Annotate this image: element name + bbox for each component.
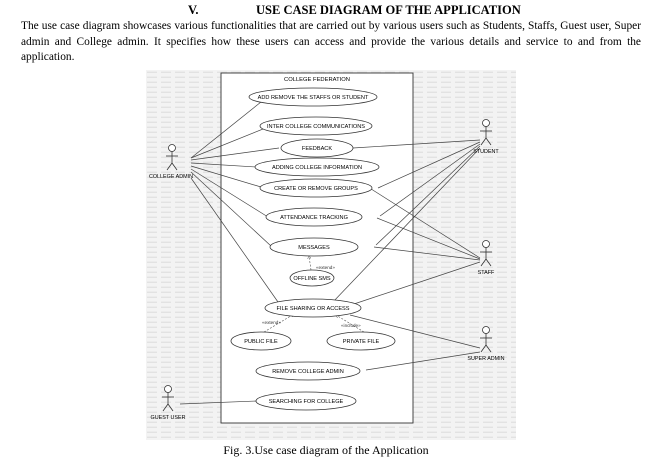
stick-figure-icon bbox=[480, 240, 492, 267]
svg-text:ATTENDANCE TRACKING: ATTENDANCE TRACKING bbox=[280, 215, 348, 221]
svg-text:REMOVE COLLEGE ADMIN: REMOVE COLLEGE ADMIN bbox=[272, 369, 344, 375]
extend-label-public: «extend» bbox=[262, 320, 281, 325]
stick-figure-icon bbox=[480, 119, 492, 146]
use-case-attendance: ATTENDANCE TRACKING bbox=[265, 207, 363, 227]
svg-text:FEEDBACK: FEEDBACK bbox=[302, 146, 332, 152]
actor-staff: STAFF bbox=[478, 240, 495, 276]
figure-caption: Fig. 3.Use case diagram of the Applicati… bbox=[223, 443, 429, 457]
svg-text:CREATE OR REMOVE GROUPS: CREATE OR REMOVE GROUPS bbox=[274, 186, 358, 192]
actor-guest-user: GUEST USER bbox=[151, 385, 186, 421]
section-heading: V. USE CASE DIAGRAM OF THE APPLICATION bbox=[0, 3, 652, 19]
svg-text:MESSAGES: MESSAGES bbox=[298, 245, 330, 251]
use-case-public-file: PUBLIC FILE bbox=[230, 331, 292, 351]
svg-text:FILE SHARING OR ACCESS: FILE SHARING OR ACCESS bbox=[276, 306, 349, 312]
actor-student: STUDENT bbox=[473, 119, 499, 155]
use-case-searching: SEARCHING FOR COLLEGE bbox=[255, 391, 357, 411]
body-paragraph: The use case diagram showcases various f… bbox=[21, 20, 641, 64]
use-case-messages: MESSAGES bbox=[269, 237, 359, 257]
svg-text:PRIVATE FILE: PRIVATE FILE bbox=[343, 339, 380, 345]
use-case-feedback: FEEDBACK bbox=[280, 138, 354, 158]
include-label-private: «include» bbox=[341, 323, 361, 328]
use-case-remove-admin: REMOVE COLLEGE ADMIN bbox=[255, 361, 361, 381]
svg-text:ADDING COLLEGE INFORMATION: ADDING COLLEGE INFORMATION bbox=[272, 165, 362, 171]
actor-college-admin: COLLEGE ADMIN bbox=[149, 144, 193, 180]
actor-label-staff: STAFF bbox=[478, 270, 495, 276]
actor-label-super-admin: SUPER ADMIN bbox=[467, 356, 504, 362]
actor-label-college-admin: COLLEGE ADMIN bbox=[149, 174, 193, 180]
use-case-diagram-figure: COLLEGE FEDERATION bbox=[146, 70, 516, 440]
use-case-adding-info: ADDING COLLEGE INFORMATION bbox=[254, 157, 380, 177]
stick-figure-icon bbox=[480, 326, 492, 353]
svg-text:INTER COLLEGE COMMUNICATIONS: INTER COLLEGE COMMUNICATIONS bbox=[267, 124, 365, 130]
use-case-inter-college: INTER COLLEGE COMMUNICATIONS bbox=[259, 116, 373, 136]
use-case-offline-sms: OFFLINE SMS bbox=[289, 269, 335, 287]
use-case-diagram: COLLEGE FEDERATION bbox=[146, 70, 516, 440]
svg-text:OFFLINE SMS: OFFLINE SMS bbox=[293, 276, 331, 282]
dependency-arrows bbox=[263, 256, 365, 333]
use-case-add-remove: ADD REMOVE THE STAFFS OR STUDENT bbox=[248, 87, 378, 107]
svg-text:SEARCHING FOR COLLEGE: SEARCHING FOR COLLEGE bbox=[269, 399, 344, 405]
association-lines bbox=[179, 97, 481, 405]
section-title: USE CASE DIAGRAM OF THE APPLICATION bbox=[256, 3, 521, 17]
use-case-create-groups: CREATE OR REMOVE GROUPS bbox=[259, 178, 373, 198]
extend-label-sms: «extend» bbox=[316, 265, 335, 270]
actor-label-student: STUDENT bbox=[473, 149, 499, 155]
svg-text:ADD REMOVE THE STAFFS OR STUDE: ADD REMOVE THE STAFFS OR STUDENT bbox=[258, 95, 369, 101]
svg-text:PUBLIC FILE: PUBLIC FILE bbox=[244, 339, 278, 345]
actor-super-admin: SUPER ADMIN bbox=[467, 326, 505, 362]
system-name: COLLEGE FEDERATION bbox=[284, 77, 350, 83]
stick-figure-icon bbox=[162, 385, 174, 412]
use-case-file-sharing: FILE SHARING OR ACCESS bbox=[264, 298, 362, 318]
use-case-private-file: PRIVATE FILE bbox=[326, 331, 396, 351]
section-number: V. bbox=[188, 3, 199, 17]
stick-figure-icon bbox=[166, 144, 178, 171]
actor-label-guest-user: GUEST USER bbox=[151, 415, 186, 421]
